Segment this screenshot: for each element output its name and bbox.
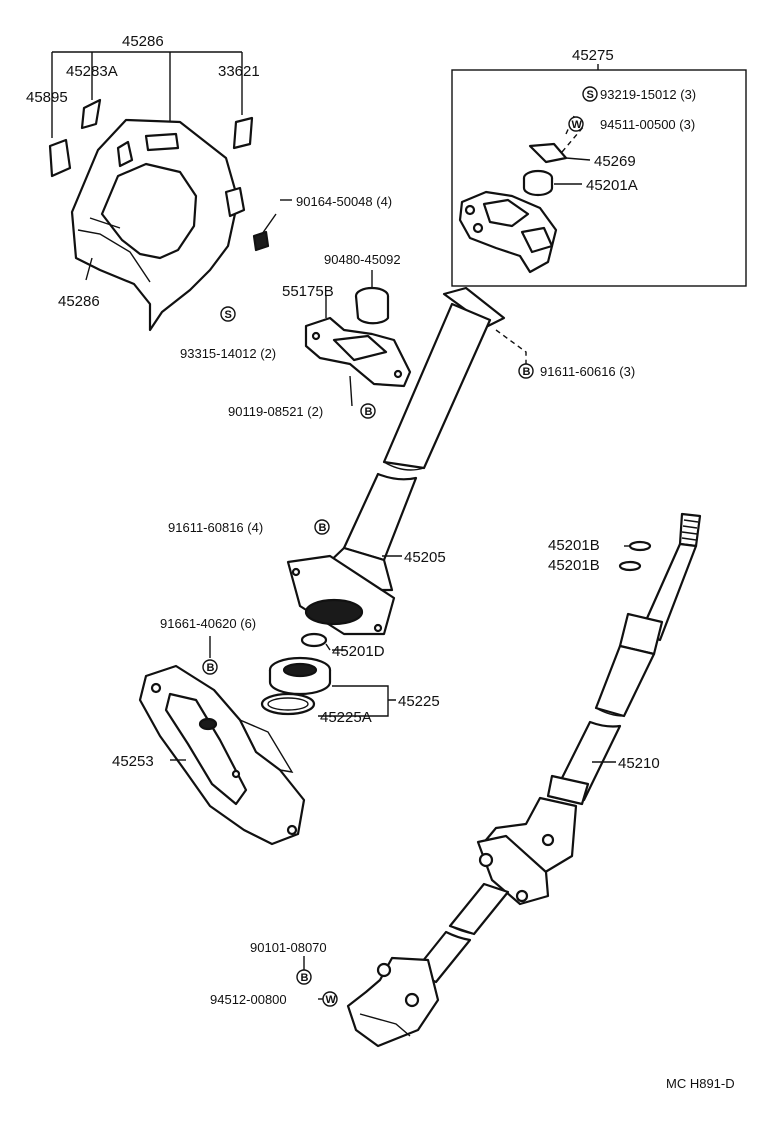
cover-tab bbox=[116, 140, 134, 168]
bracket-45253 bbox=[138, 664, 306, 846]
clamp-group bbox=[304, 270, 412, 407]
symbol-b-91611-608 bbox=[314, 519, 330, 535]
label-45210: 45210 bbox=[618, 755, 660, 772]
cover-latch bbox=[224, 186, 246, 218]
label-45895: 45895 bbox=[26, 89, 68, 106]
symbol-b-90101 bbox=[296, 969, 312, 985]
lower-tube bbox=[342, 472, 418, 562]
label-45201D: 45201D bbox=[332, 643, 385, 660]
label-45205: 45205 bbox=[404, 549, 446, 566]
symbol-b-91661 bbox=[202, 659, 218, 675]
bracket-cutout bbox=[164, 692, 248, 806]
part-45895-shape bbox=[48, 138, 72, 178]
label-45225: 45225 bbox=[398, 693, 440, 710]
label-45286-top: 45286 bbox=[122, 33, 164, 50]
label-45201A: 45201A bbox=[586, 177, 638, 194]
label-45283A: 45283A bbox=[66, 63, 118, 80]
label-33621: 33621 bbox=[218, 63, 260, 80]
symbol-w-94512-text: W bbox=[326, 994, 337, 1006]
snap-ring-45201B-2 bbox=[618, 560, 642, 572]
symbol-w-94511 bbox=[568, 116, 584, 132]
snap-ring-45201D bbox=[300, 632, 328, 648]
shaft-mid bbox=[594, 644, 656, 718]
snap-ring-45201B-1 bbox=[628, 540, 652, 552]
symbol-s-93315 bbox=[220, 306, 236, 322]
label-45269: 45269 bbox=[594, 153, 636, 170]
symbol-w-94511-text: W bbox=[572, 119, 583, 131]
lock-assembly bbox=[458, 115, 585, 274]
label-90480: 90480-45092 bbox=[324, 252, 401, 267]
shaft-upper bbox=[638, 542, 698, 642]
diagram-code: MC H891-D bbox=[666, 1076, 735, 1091]
part-33621-shape bbox=[232, 116, 254, 150]
symbol-b-91611-608-text: B bbox=[319, 522, 327, 534]
symbol-b-90101-text: B bbox=[301, 972, 309, 984]
label-45275: 45275 bbox=[572, 47, 614, 64]
tube-bore bbox=[304, 598, 364, 626]
symbol-s-93219-text: S bbox=[587, 89, 594, 101]
cover-slot bbox=[144, 132, 180, 152]
label-90101: 90101-08070 bbox=[250, 940, 327, 955]
label-94511: 94511-00500 (3) bbox=[600, 117, 695, 132]
label-91611-606: 91611-60616 (3) bbox=[540, 364, 635, 379]
part-45283A-shape bbox=[80, 98, 102, 130]
bearing-group bbox=[260, 632, 332, 716]
label-45201B-2: 45201B bbox=[548, 557, 600, 574]
screw-90164 bbox=[252, 230, 270, 252]
shaft-lower-collar bbox=[546, 774, 590, 806]
label-91661: 91661-40620 (6) bbox=[160, 616, 256, 631]
symbol-b-91661-text: B bbox=[207, 662, 215, 674]
column-tube-45205 bbox=[286, 286, 527, 636]
universal-joint-yoke bbox=[476, 834, 550, 906]
symbol-b-90119-text: B bbox=[365, 406, 373, 418]
universal-joint-lower bbox=[346, 956, 440, 1048]
label-45225A: 45225A bbox=[320, 709, 372, 726]
bush-90480 bbox=[354, 295, 390, 325]
symbol-b-91611-606-text: B bbox=[523, 366, 531, 378]
label-55175B: 55175B bbox=[282, 283, 334, 300]
main-shaft-45210 bbox=[346, 512, 702, 1048]
label-94512: 94512-00800 bbox=[210, 992, 287, 1007]
label-93315: 93315-14012 (2) bbox=[180, 346, 276, 361]
label-45201B-1: 45201B bbox=[548, 537, 600, 554]
ring-45201A bbox=[522, 178, 554, 197]
label-91611-608: 91611-60816 (4) bbox=[168, 520, 263, 535]
ring-45225A bbox=[260, 692, 316, 716]
cover-opening bbox=[100, 162, 198, 260]
intermediate-shaft bbox=[448, 882, 510, 936]
symbol-w-94512 bbox=[322, 991, 338, 1007]
label-45286-bottom: 45286 bbox=[58, 293, 100, 310]
clamp-saddle bbox=[332, 334, 388, 362]
label-93219: 93219-15012 (3) bbox=[600, 87, 696, 102]
retainer-45269 bbox=[528, 142, 568, 164]
label-45253: 45253 bbox=[112, 753, 154, 770]
symbol-s-93219 bbox=[582, 86, 598, 102]
symbol-b-91611-606 bbox=[518, 363, 534, 379]
box-45275 bbox=[451, 69, 747, 287]
symbol-s-93315-text: S bbox=[225, 309, 232, 321]
label-90119: 90119-08521 (2) bbox=[228, 404, 323, 419]
column-cover-group bbox=[48, 51, 277, 332]
symbol-b-90119 bbox=[360, 403, 376, 419]
label-90164: 90164-50048 (4) bbox=[296, 194, 392, 209]
bearing-45225 bbox=[268, 670, 332, 696]
shaft-spline bbox=[678, 512, 702, 548]
